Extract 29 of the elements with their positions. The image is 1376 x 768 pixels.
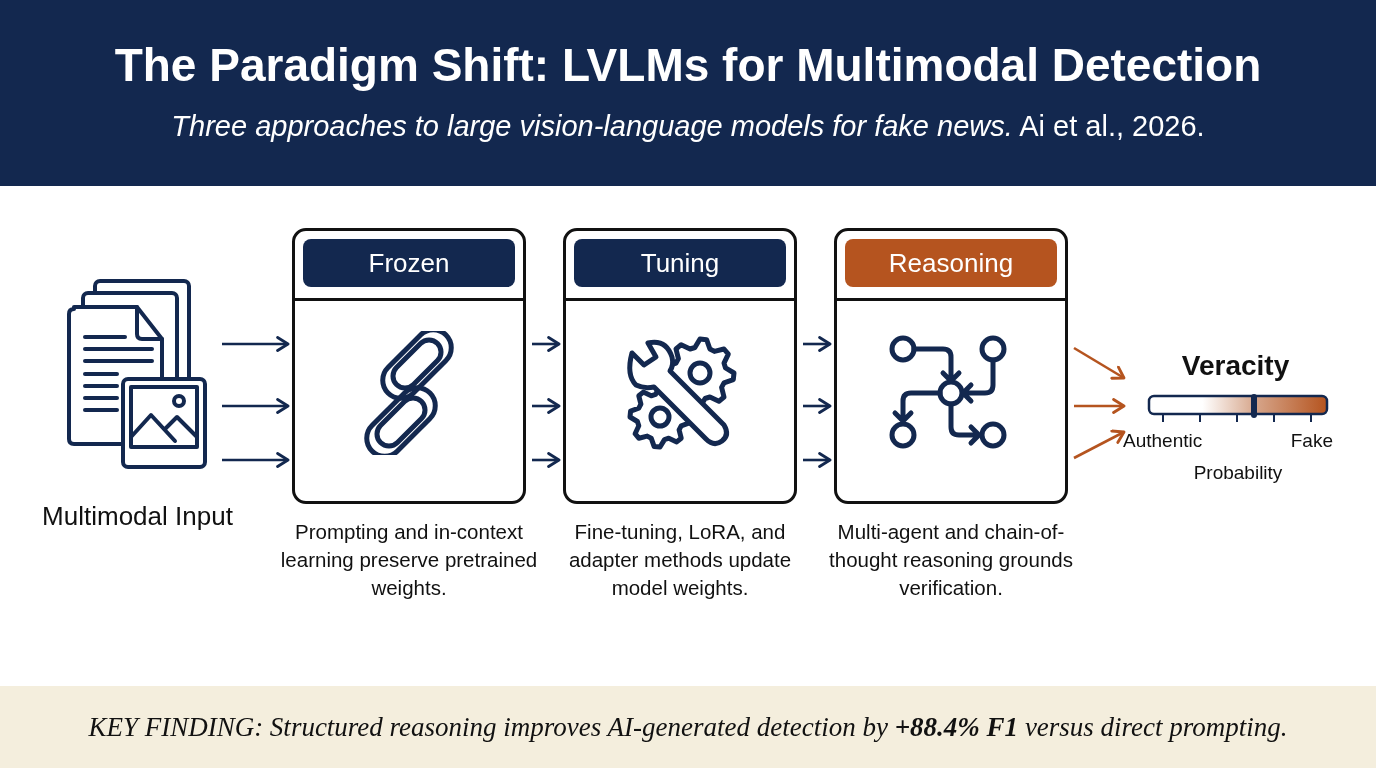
arrow [1074,398,1126,414]
stage-header: Tuning [574,239,786,287]
arrow [803,398,832,414]
meter-title: Veracity [1180,350,1291,382]
arrow [532,336,561,352]
stage-header: Frozen [303,239,515,287]
axis-label: Probability [1192,462,1284,484]
arrow [1073,429,1126,460]
scale-label: Fake [1289,430,1333,452]
arrow [222,452,290,468]
stage-header: Reasoning [845,239,1057,287]
stage-card [563,228,797,504]
subtitle: Three approaches to large vision-language models for fake news. Ai et al., 2026. [170,110,1206,143]
title: The Paradigm Shift: LVLMs for Multimodal Detection [113,38,1263,92]
key-finding-text: KEY FINDING: Structured reasoning improves AI-generated detection by +88.4% F1 versus direct prompting. [87,712,1289,743]
stage-description: Fine-tuning, LoRA, and adapter methods update model weights. [567,519,793,601]
stage-description: Multi-agent and chain-of-thought reasoning grounds verification. [828,519,1074,601]
arrow [222,398,290,414]
arrow [222,336,290,352]
arrow [532,398,561,414]
stage-card [834,228,1068,504]
scale-label: Authentic [1123,430,1204,452]
stage-card [292,228,526,504]
arrow [803,336,832,352]
arrow [532,452,561,468]
arrow [803,452,832,468]
arrow [1073,346,1126,380]
input-label: Multimodal Input [41,500,234,533]
stage-description: Prompting and in-context learning preserve pretrained weights. [279,519,539,601]
